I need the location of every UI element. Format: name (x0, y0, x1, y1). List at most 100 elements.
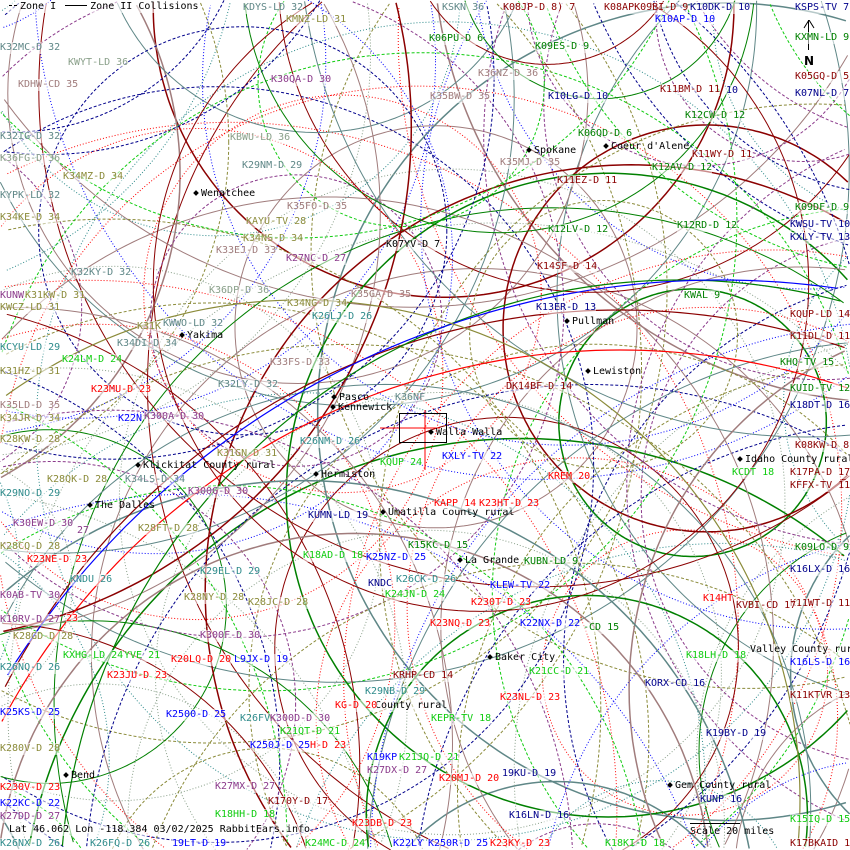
coverage-contour (491, 208, 846, 848)
station-label: K36NZ-D 36 (478, 68, 539, 80)
station-label: K11BM-D 11 (660, 84, 721, 96)
north-label: N (804, 54, 815, 68)
station-label: K29NB-D 29 (365, 686, 426, 698)
station-label: Valley County rural (750, 644, 850, 656)
station-label: K16LN-D 16 (509, 810, 570, 822)
station-label: K23JU-D 23 (107, 670, 168, 682)
station-label: K15KC-D 15 (408, 540, 469, 552)
coverage-contour (476, 0, 845, 290)
coverage-contour (2, 1, 565, 639)
coverage-contour (257, 1, 545, 227)
station-label: K28CQ-D 28 (0, 541, 61, 553)
station-label: K28NY-D 28 (184, 592, 245, 604)
station-label: KUNW (0, 290, 25, 302)
station-label: K11KTVR 13 (790, 690, 850, 702)
coordinates-footer: Lat 46.062 Lon -118.384 03/02/2025 Rabbi… (9, 824, 311, 836)
station-label: KVBI-CD 17 (736, 600, 797, 612)
station-label: K22NX-D 22 (520, 618, 581, 630)
station-label: K17PA-D 17 (790, 467, 850, 479)
station-label: KRHP-CD 14 (393, 670, 454, 682)
station-label: K23NL-D 23 (500, 692, 561, 704)
station-label: KREM 20 (548, 471, 591, 483)
coverage-contour (6, 302, 650, 846)
coverage-contour (0, 0, 670, 239)
coverage-contour (3, 2, 515, 554)
coverage-contour (696, 0, 848, 128)
station-label: K16LS-D 16 (790, 657, 850, 669)
coverage-contour (502, 124, 849, 533)
station-label: KYPK-LD 32 (0, 190, 61, 202)
coverage-contour (152, 562, 847, 848)
coverage-contour (0, 0, 758, 407)
north-arrow-icon: N (803, 20, 815, 70)
station-label: K14HT (703, 593, 734, 605)
city-label: Wenatchee (194, 188, 255, 200)
station-label: K250R-D 25 (428, 838, 489, 850)
station-label: K08JP-D 8) 7 (503, 2, 576, 14)
station-label: K12CW-D 12 (685, 110, 746, 122)
station-label: K21JQ-D 21 (399, 752, 460, 764)
scale-label: Scale 20 miles (690, 826, 775, 837)
station-label: KXLY-TV 13 (790, 232, 850, 244)
coverage-contour (127, 529, 725, 850)
station-label: KAPP 14 (434, 498, 477, 510)
station-label: K10RV-D 27 (0, 614, 61, 626)
coverage-contour (8, 218, 602, 845)
station-label: K28KW-D 28 (0, 434, 61, 446)
station-label: K10LG-D 10 (548, 91, 609, 103)
coverage-contour (703, 762, 847, 848)
station-label: KLEW-TV 22 (490, 580, 551, 592)
station-label: 19LT-D 19 (172, 838, 227, 850)
coverage-contour (653, 0, 850, 190)
station-label: K23NE-D 23 (27, 554, 88, 566)
station-label: K230T-D 23 (471, 597, 532, 609)
station-label: K27DX-D 27 (367, 765, 428, 777)
city-label: Coeur d'Alene (604, 141, 689, 153)
station-label: K33FS-D 33 (270, 357, 331, 369)
coverage-contour (315, 457, 839, 850)
coverage-contour (556, 0, 846, 694)
station-label: K17BKAID 17 (790, 838, 850, 850)
station-label: K28JC-D 28 (248, 597, 309, 609)
station-label: KG-D 20 (335, 700, 378, 712)
station-label: K36FG-D 36 (0, 153, 61, 165)
station-label: K300A-D 30 (144, 411, 205, 423)
station-label: KCDT 18 (732, 467, 775, 479)
station-label: K16LX-D 16 (790, 564, 850, 576)
station-label: KAYU-TV 28 (246, 216, 307, 228)
station-label: K300G-D 30 (188, 486, 249, 498)
station-label: K34JR-D 34 (0, 413, 61, 425)
station-label: K28FT-D 28 (138, 523, 199, 535)
station-label: KXLY-TV 22 (442, 451, 503, 463)
station-label: KUNP 16 (700, 794, 743, 806)
station-label: 23 (66, 613, 79, 625)
station-label: K25KS-D 25 (0, 707, 61, 719)
station-label: K300D-D 30 (270, 713, 331, 725)
station-label: H-D 23 (310, 740, 347, 752)
coverage-contour (628, 350, 846, 848)
station-label: K26FV (240, 713, 271, 725)
station-label: K23HT-D 23 (479, 498, 540, 510)
coverage-contour (35, 21, 850, 842)
city-label: Lewiston (586, 366, 641, 378)
station-label: K22KC-D 22 (0, 798, 61, 810)
coverage-contour (3, 55, 849, 308)
station-label: L9JX-D 19 (234, 654, 289, 666)
city-label: Umatilla County rural (381, 507, 514, 519)
coverage-contour (7, 121, 739, 846)
station-label: KBWU-LD 36 (230, 132, 291, 144)
station-label: K18DT-D 16 (790, 400, 850, 412)
station-label: K36NF (395, 392, 426, 404)
coverage-contour (696, 496, 850, 848)
station-label: KXHG-LD 24 (63, 650, 124, 662)
coverage-contour (6, 313, 361, 848)
station-label: 27 (77, 525, 90, 537)
coverage-contour (0, 0, 225, 133)
station-label: KUID-TV 12 (790, 383, 850, 395)
station-label: KHQ-TV 15 (780, 357, 835, 369)
station-label: K08APK09BI-D 9 (604, 2, 689, 14)
city-label: Kennewick (331, 402, 392, 414)
city-label: Baker City (488, 652, 555, 664)
station-label: KWCZ-LD 31 (0, 302, 61, 314)
